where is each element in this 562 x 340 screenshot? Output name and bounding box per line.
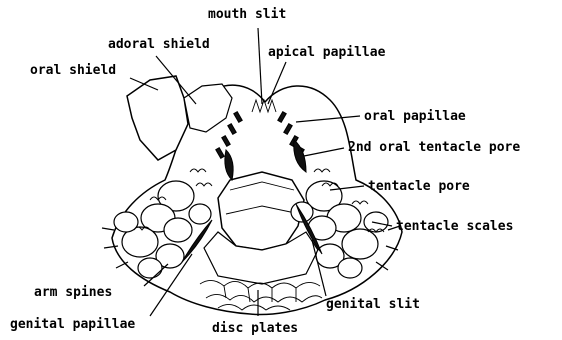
label-genital-papillae: genital papillae (10, 318, 135, 331)
label-adoral-shield: adoral shield (108, 38, 210, 51)
label-disc-plates: disc plates (212, 322, 298, 335)
label-oral-papillae: oral papillae (364, 110, 466, 123)
label-2nd-oral-tentacle-pore: 2nd oral tentacle pore (348, 141, 520, 154)
label-tentacle-scales: tentacle scales (396, 220, 513, 233)
label-arm-spines: arm spines (34, 286, 112, 299)
label-mouth-slit: mouth slit (208, 8, 286, 21)
label-tentacle-pore: tentacle pore (368, 180, 470, 193)
label-genital-slit: genital slit (326, 298, 420, 311)
leader-mouth-slit (258, 28, 262, 104)
label-oral-shield: oral shield (30, 64, 116, 77)
label-apical-papillae: apical papillae (268, 46, 385, 59)
